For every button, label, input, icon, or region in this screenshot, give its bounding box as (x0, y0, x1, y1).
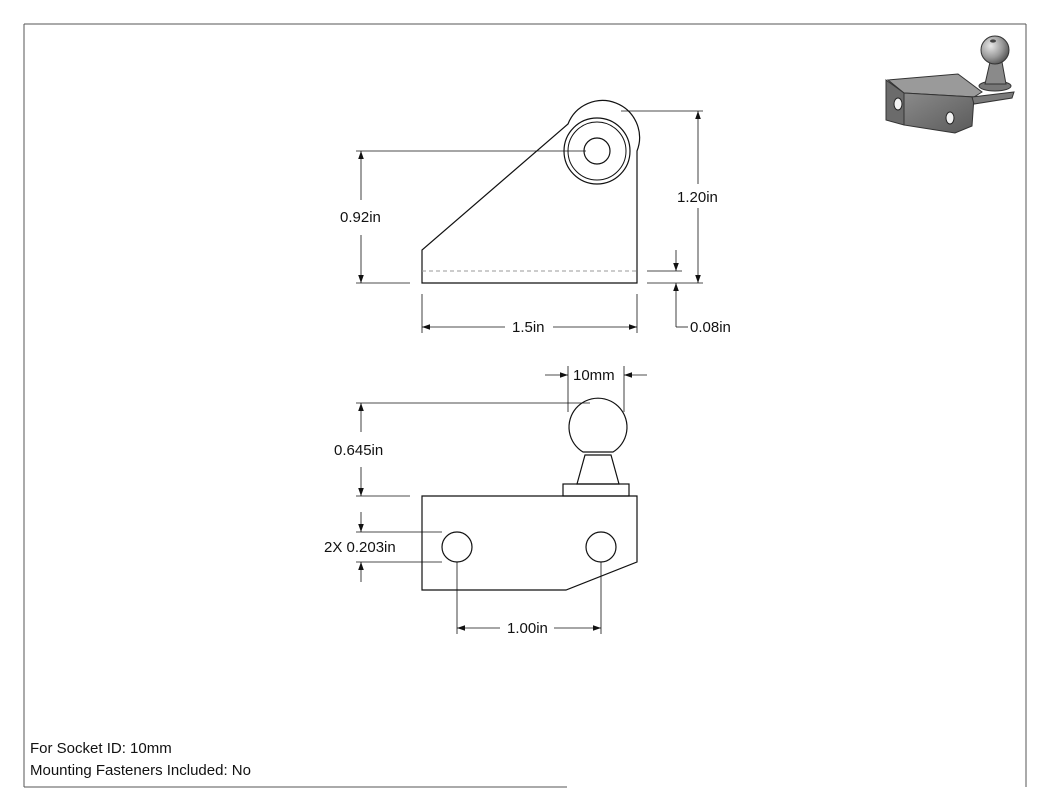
iso-stud-neck (984, 61, 1007, 85)
dim-0.08 (647, 250, 688, 328)
iso-hole-right (945, 111, 955, 125)
iso-hole-left (893, 97, 903, 111)
bracket-profile (421, 99, 641, 284)
sheet-border (23, 23, 1027, 788)
dim-0.645 (356, 402, 590, 497)
stud-base (562, 483, 630, 497)
dim-1.5 (421, 294, 638, 333)
dim-label-width: 1.5in (512, 319, 545, 336)
dim-0.92 (356, 150, 586, 284)
dim-label-stud-height: 0.645in (334, 442, 383, 459)
plate-outline (421, 495, 638, 591)
dim-label-overall-height: 1.20in (677, 189, 718, 206)
mount-hole-right (585, 531, 617, 563)
boss-hole (583, 137, 611, 165)
dim-label-thickness: 0.08in (690, 319, 731, 336)
dim-hole-dia (356, 512, 442, 582)
dim-label-hole-spacing: 1.00in (507, 620, 548, 637)
iso-flange (971, 91, 1015, 105)
dim-10mm (545, 366, 647, 412)
ball-stud (568, 397, 628, 453)
socket-note: For Socket ID: 10mm (30, 740, 172, 757)
stud-neck (576, 454, 620, 485)
iso-ball (980, 35, 1010, 65)
dim-label-hole-dia: 2X 0.203in (324, 539, 396, 556)
dim-label-top-height: 0.92in (340, 209, 381, 226)
mount-hole-left (441, 531, 473, 563)
iso-ball-hole (990, 39, 996, 43)
front-view (421, 397, 638, 591)
iso-thumbnail (885, 35, 1015, 134)
iso-plate-side (903, 92, 975, 134)
spec-notes: For Socket ID: 10mm Mounting Fasteners I… (30, 738, 251, 782)
fasteners-note: Mounting Fasteners Included: No (30, 762, 251, 779)
side-view (421, 99, 641, 284)
dim-label-ball-diameter: 10mm (573, 367, 615, 384)
dim-1.00 (456, 562, 602, 634)
